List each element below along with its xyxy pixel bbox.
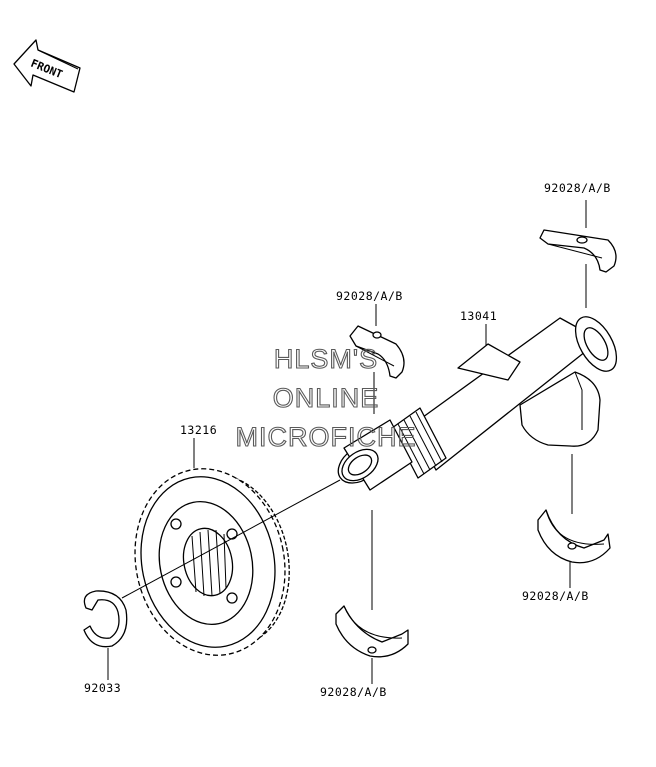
bearing-half-bottom-center	[335, 605, 409, 658]
bearing-half-top-center	[349, 325, 405, 379]
callout-13216: 13216	[180, 423, 217, 437]
circlip	[83, 590, 128, 648]
balancer-shaft	[337, 316, 618, 491]
callout-13041: 13041	[460, 309, 497, 323]
bearing-half-bottom-right	[537, 509, 611, 564]
watermark: HLSM'S ONLINE MICROFICHE	[235, 343, 417, 452]
callout-92028-bottom-right: 92028/A/B	[522, 589, 589, 603]
bearing-half-top-right	[539, 229, 617, 273]
callout-92028-top-right: 92028/A/B	[544, 181, 611, 195]
leader-lines	[107, 200, 587, 684]
watermark-line-1: HLSM'S	[274, 344, 378, 374]
balancer-gear	[134, 468, 290, 656]
callout-92033: 92033	[84, 681, 121, 695]
front-arrow-icon: FRONT	[13, 39, 81, 93]
watermark-line-2: ONLINE	[273, 383, 380, 413]
callout-92028-top-center: 92028/A/B	[336, 289, 403, 303]
watermark-line-3: MICROFICHE	[236, 422, 417, 452]
callout-92028-bottom-center: 92028/A/B	[320, 685, 387, 699]
